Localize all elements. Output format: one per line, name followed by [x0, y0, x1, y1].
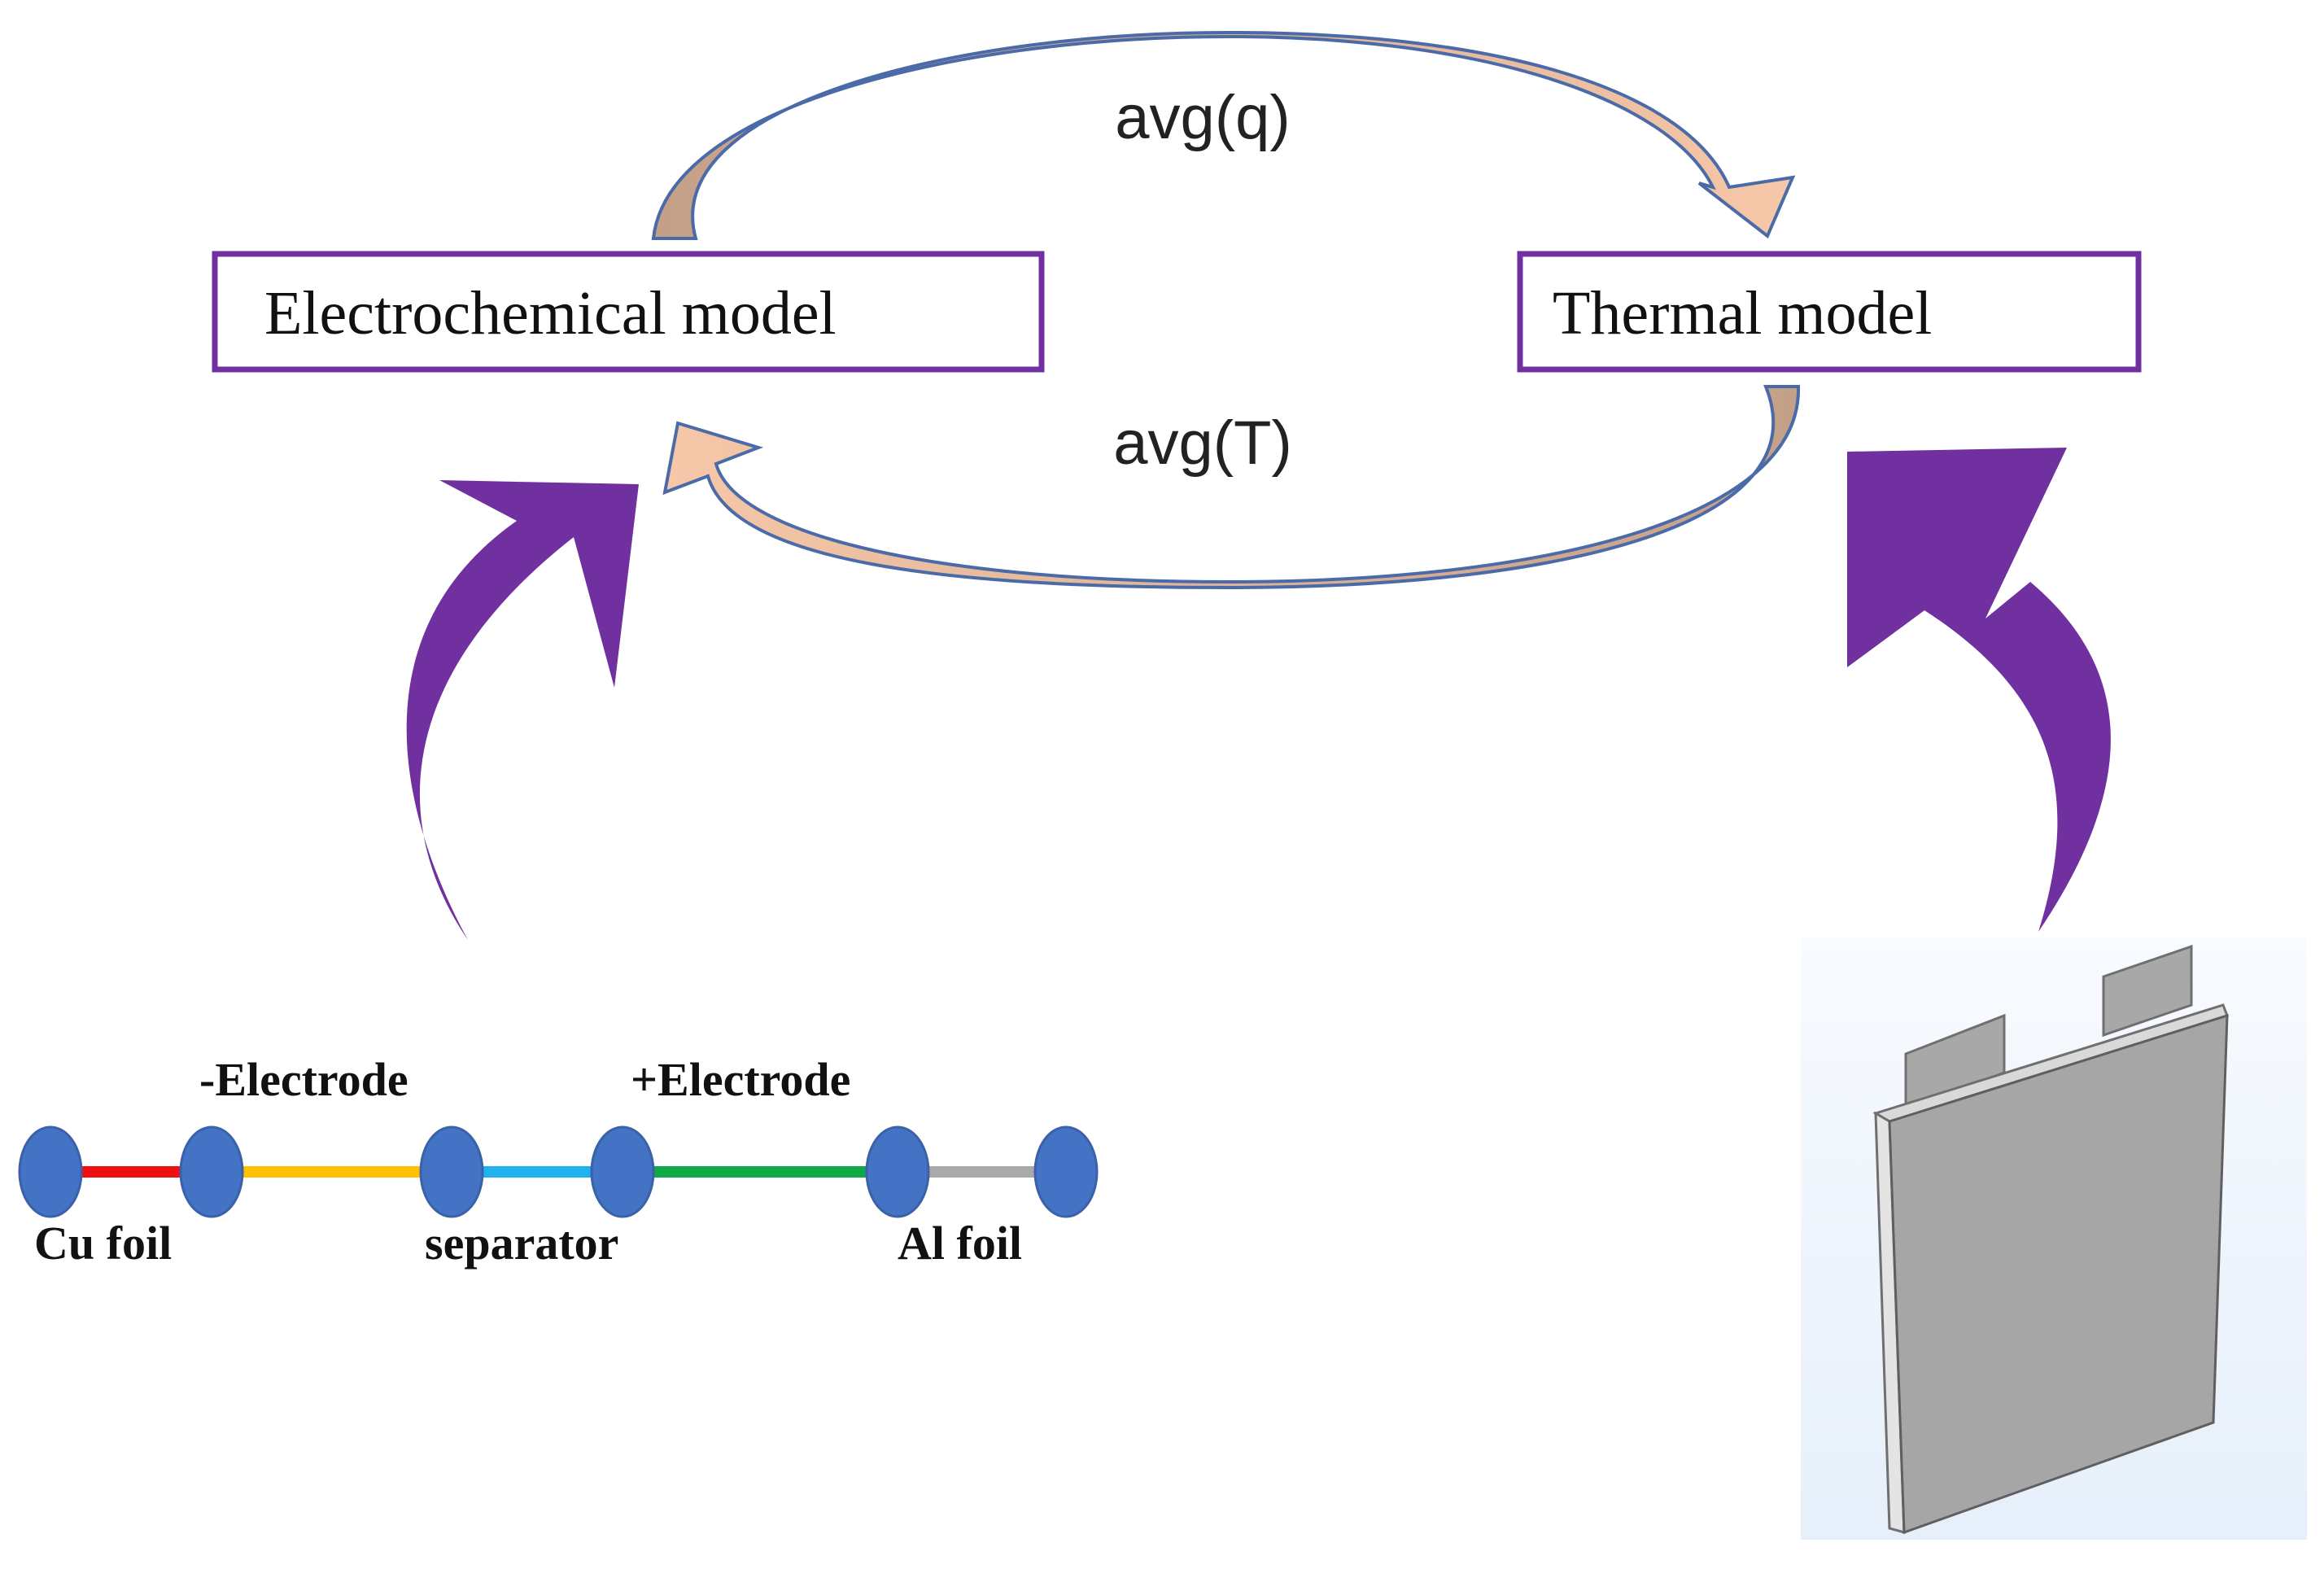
node-2	[179, 1125, 244, 1218]
avg-t-label: avg(T)	[1113, 409, 1292, 478]
node-1	[18, 1125, 83, 1218]
temperature-coupling-arrow	[662, 385, 1801, 590]
avg-q-label: avg(q)	[1115, 83, 1290, 152]
node-4	[590, 1125, 655, 1218]
thermal-model-box	[1517, 251, 2142, 373]
positive-tab	[2102, 944, 2193, 1038]
cell-front-face	[1888, 1013, 2229, 1535]
geometry-to-electrochemical-arrow	[406, 480, 639, 940]
heat-coupling-arrow	[651, 30, 1796, 240]
node-6	[1033, 1125, 1099, 1218]
electrochemical-model-box	[212, 251, 1045, 373]
node-5	[865, 1125, 930, 1218]
al-foil-label: Al foil	[898, 1217, 1022, 1270]
one-d-geometry: -Electrode +Electrode Cu foil separator …	[18, 1053, 1099, 1270]
electrochemical-model-label: Electrochemical model	[264, 279, 837, 347]
cell-to-thermal-arrow	[1847, 448, 2111, 932]
positive-electrode-label: +Electrode	[631, 1053, 850, 1106]
separator-label: separator	[425, 1217, 618, 1270]
pouch-cell-3d	[1801, 937, 2307, 1540]
thermal-model-label: Thermal model	[1553, 279, 1932, 347]
node-3	[419, 1125, 484, 1218]
negative-electrode-label: -Electrode	[199, 1053, 408, 1106]
cu-foil-label: Cu foil	[34, 1217, 172, 1270]
